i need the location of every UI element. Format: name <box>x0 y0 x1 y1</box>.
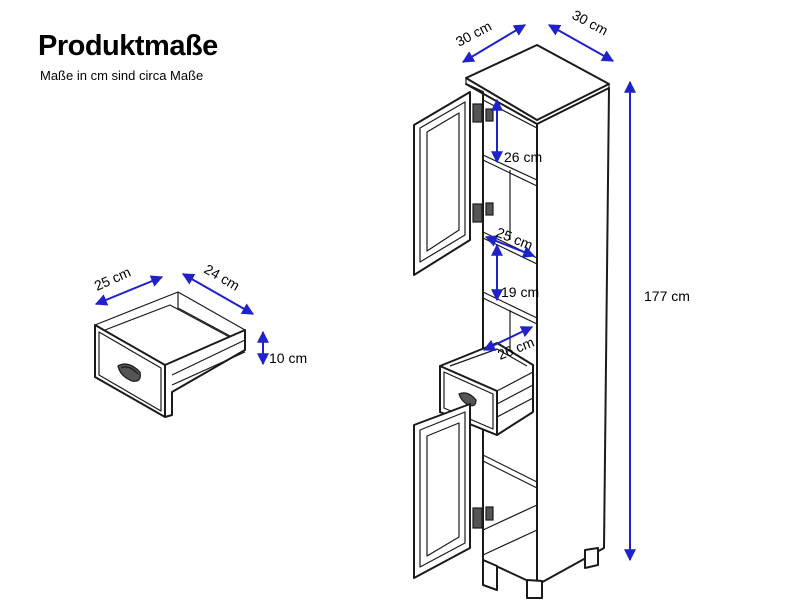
cabinet-height-label: 177 cm <box>644 288 690 304</box>
drawer-illustration <box>94 291 246 418</box>
page-title: Produktmaße <box>38 30 218 62</box>
cabinet-width-arrow <box>461 24 527 63</box>
drawer-handle-icon <box>117 363 141 382</box>
drawer-opening-arrow <box>482 326 534 351</box>
cabinet-drawer-handle-icon <box>458 392 477 407</box>
drawer-depth-arrow <box>181 273 255 315</box>
inner-width-arrow <box>484 235 536 258</box>
cabinet-depth-label: 30 cm <box>570 7 611 39</box>
middle-shelf-label: 19 cm <box>501 284 539 300</box>
drawer-height-label: 10 cm <box>269 350 307 366</box>
cabinet-depth-arrow <box>547 24 615 62</box>
drawer-width-arrow <box>94 275 164 306</box>
cabinet-width-label: 30 cm <box>453 18 494 50</box>
drawer-width-label: 25 cm <box>92 264 133 294</box>
page-subtitle: Maße in cm sind circa Maße <box>40 68 204 83</box>
cabinet-illustration <box>413 44 610 599</box>
upper-compartment-label: 26 cm <box>504 149 542 165</box>
